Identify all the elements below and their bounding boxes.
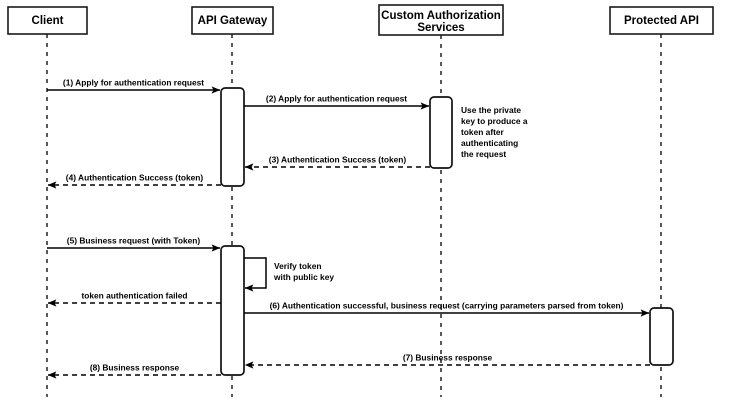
note-line-1: Use the private [461, 105, 521, 115]
self-message-label-line-1: Verify token [274, 261, 321, 271]
activation-bar-gw-activation-1 [220, 87, 245, 187]
participant-header-protected-api[interactable]: Protected API [609, 6, 714, 35]
participant-header-client[interactable]: Client [7, 6, 88, 35]
message-label: (4) Authentication Success (token) [66, 173, 204, 183]
note-line-3: token after [461, 127, 505, 137]
participant-label-line-1: Custom Authorization [381, 10, 501, 22]
note-line-2: key to produce a [461, 116, 528, 126]
activations-layer [220, 87, 674, 376]
message-4: (4) Authentication Success (token) [47, 173, 221, 189]
message-label: (6) Authentication successful, business … [270, 301, 624, 311]
message-label: (1) Apply for authentication request [63, 78, 204, 88]
message-label: (5) Business request (with Token) [67, 236, 201, 246]
activation-bar-protected-activation-1 [649, 307, 674, 366]
message-5: (5) Business request (with Token) [47, 236, 221, 252]
note-line-4: authenticating [461, 138, 518, 148]
participant-headers-layer: Client API Gateway Custom AuthorizationSer… [7, 4, 714, 36]
participant-box-custom-authorization-services[interactable] [378, 4, 504, 36]
participant-box-protected-api[interactable] [609, 6, 714, 35]
self-message-label-line-2: with public key [273, 272, 334, 282]
participant-box-client[interactable] [7, 6, 88, 35]
participant-box-api-gateway[interactable] [191, 6, 274, 35]
message-2: (2) Apply for authentication request [244, 94, 430, 110]
activation-bar-auth-activation-1 [429, 96, 453, 169]
self-message-arrow [244, 257, 267, 292]
message-token-auth-failed: token authentication failed [47, 291, 221, 307]
participant-label: Client [32, 15, 64, 27]
activation-bar-gw-activation-2 [220, 245, 245, 376]
message-3: (3) Authentication Success (token) [244, 155, 430, 171]
note-line-5: the request [461, 149, 506, 159]
participant-header-api-gateway[interactable]: API Gateway [191, 6, 274, 35]
message-6: (6) Authentication successful, business … [244, 301, 650, 317]
message-label: token authentication failed [81, 291, 187, 301]
message-1: (1) Apply for authentication request [47, 78, 221, 94]
message-label: (2) Apply for authentication request [266, 94, 407, 104]
message-label: (7) Business response [403, 353, 493, 363]
participant-label: API Gateway [198, 15, 268, 27]
participant-label-line-2: Services [417, 22, 464, 34]
messages-layer: (1) Apply for authentication request (2) … [47, 78, 650, 379]
message-8: (8) Business response [47, 363, 221, 379]
lifelines-layer [46, 34, 662, 397]
message-label: (3) Authentication Success (token) [269, 155, 407, 165]
participant-label: Protected API [624, 15, 699, 27]
message-7: (7) Business response [244, 353, 650, 369]
message-label: (8) Business response [90, 363, 180, 373]
